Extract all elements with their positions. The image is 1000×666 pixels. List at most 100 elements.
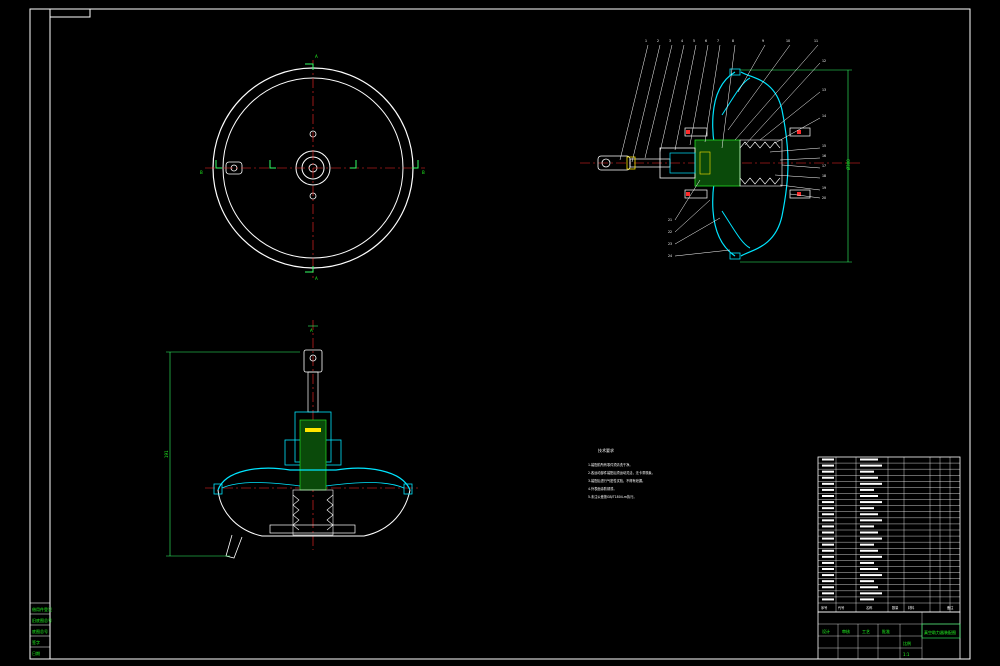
parts-cell-mark bbox=[822, 458, 834, 461]
notes-line-4: 4.外表面涂防锈漆。 bbox=[588, 486, 617, 491]
section-mark-top: A bbox=[315, 54, 318, 59]
top-view: A A B B bbox=[200, 54, 425, 281]
title-label-2: 工艺 bbox=[862, 629, 870, 634]
leader-label-7: 7 bbox=[717, 39, 719, 43]
leader-label-3: 3 bbox=[669, 39, 671, 43]
leader-label-13: 13 bbox=[822, 88, 826, 92]
title-label-4: 比例 bbox=[903, 640, 911, 646]
parts-cell-mark bbox=[860, 586, 878, 589]
parts-cell-mark bbox=[822, 513, 834, 516]
parts-cell-mark bbox=[860, 501, 882, 504]
parts-cell-mark bbox=[822, 598, 834, 601]
parts-cell-mark bbox=[822, 525, 834, 528]
parts-cell-mark bbox=[860, 464, 882, 467]
technical-notes: 技术要求 1.装配前所有零件须清洗干净。 2.各运动部件装配后须运动灵活，无卡滞… bbox=[588, 447, 655, 499]
parts-cell-mark bbox=[860, 476, 878, 479]
parts-cell-mark bbox=[822, 537, 834, 540]
parts-cell-mark bbox=[860, 549, 878, 552]
drawing-title: 真空助力器装配图 bbox=[924, 629, 956, 635]
parts-cell-mark bbox=[822, 482, 834, 485]
parts-cell-mark bbox=[822, 574, 834, 577]
sidebar-label-4: 日期 bbox=[32, 650, 40, 656]
sidebar-label-3: 签字 bbox=[32, 639, 40, 645]
parts-cell-mark bbox=[822, 519, 834, 522]
section-mark-bottom: A bbox=[315, 276, 318, 281]
parts-cell-mark bbox=[822, 495, 834, 497]
title-block: 真空助力器装配图 设计 审核 工艺 批准 比例 1:1 bbox=[817, 611, 961, 660]
parts-cell-mark bbox=[860, 458, 878, 461]
leader-lines bbox=[619, 44, 821, 257]
sidebar-labels: 借用件登记 旧底图总号 底图总号 签字 日期 bbox=[32, 606, 52, 656]
parts-cell-mark bbox=[822, 476, 834, 479]
parts-table: 序号 代号 名称 数量 材料 备注 bbox=[817, 456, 961, 613]
leader-label-17: 17 bbox=[822, 164, 826, 168]
parts-cell-mark bbox=[860, 543, 874, 546]
section-view-front: A 191 bbox=[164, 320, 420, 559]
front-dimension-text: 191 bbox=[164, 450, 169, 458]
leader-label-22: 22 bbox=[668, 230, 672, 234]
parts-cell-mark bbox=[860, 488, 874, 491]
parts-cell-mark bbox=[860, 519, 882, 522]
parts-cell-mark bbox=[822, 549, 834, 552]
leader-label-23: 23 bbox=[668, 242, 672, 246]
parts-cell-mark bbox=[822, 543, 834, 546]
parts-header-4: 材料 bbox=[908, 605, 915, 610]
notes-line-5: 5.未注公差按GB/T1804-m执行。 bbox=[588, 494, 637, 499]
parts-header-2: 名称 bbox=[866, 605, 873, 610]
section-view-side: Ø300 bbox=[580, 39, 860, 263]
front-center-label: A bbox=[310, 328, 313, 333]
parts-cell-mark bbox=[822, 586, 834, 589]
parts-cell-mark bbox=[822, 561, 834, 564]
parts-cell-mark bbox=[860, 598, 874, 601]
leader-label-14: 14 bbox=[822, 114, 826, 118]
parts-header-1: 代号 bbox=[838, 605, 844, 610]
sidebar-label-1: 旧底图总号 bbox=[32, 617, 52, 623]
parts-cell-mark bbox=[860, 592, 882, 595]
parts-cell-mark bbox=[860, 568, 878, 570]
parts-cell-mark bbox=[822, 501, 834, 504]
leader-label-10: 10 bbox=[786, 39, 790, 43]
sheet-frame bbox=[29, 8, 971, 660]
leader-label-2: 2 bbox=[657, 39, 659, 43]
parts-cell-mark bbox=[860, 507, 874, 510]
parts-cell-mark bbox=[822, 592, 834, 595]
title-label-5: 1:1 bbox=[903, 652, 910, 657]
parts-cell-mark bbox=[822, 507, 834, 510]
notes-title: 技术要求 bbox=[598, 447, 614, 453]
leader-label-1: 1 bbox=[645, 39, 647, 43]
notes-line-1: 1.装配前所有零件须清洗干净。 bbox=[588, 462, 632, 467]
leader-label-11: 11 bbox=[814, 39, 818, 43]
parts-cell-mark bbox=[822, 531, 834, 534]
parts-cell-mark bbox=[860, 482, 882, 485]
leader-label-24: 24 bbox=[668, 254, 672, 258]
parts-cell-mark bbox=[860, 580, 874, 583]
leader-label-6: 6 bbox=[705, 39, 707, 43]
title-label-3: 批准 bbox=[882, 628, 890, 634]
leader-label-18: 18 bbox=[822, 174, 826, 178]
parts-cell-mark bbox=[822, 555, 834, 558]
title-label-1: 审核 bbox=[842, 628, 850, 634]
parts-header-0: 序号 bbox=[821, 605, 827, 610]
leader-label-15: 15 bbox=[822, 144, 826, 148]
section-mark-left: B bbox=[200, 170, 203, 175]
parts-cell-mark bbox=[860, 470, 874, 473]
sidebar-label-2: 底图总号 bbox=[32, 628, 48, 634]
title-label-0: 设计 bbox=[822, 628, 830, 634]
leader-label-5: 5 bbox=[693, 39, 695, 43]
parts-cell-mark bbox=[860, 561, 874, 564]
parts-cell-mark bbox=[860, 537, 882, 540]
parts-cell-mark bbox=[860, 574, 882, 577]
parts-cell-mark bbox=[822, 470, 834, 473]
parts-cell-mark bbox=[860, 555, 882, 558]
parts-cell-mark bbox=[860, 495, 878, 497]
leader-label-9: 9 bbox=[762, 39, 764, 43]
section-mark-right: B bbox=[422, 170, 425, 175]
leader-label-21: 21 bbox=[668, 218, 672, 222]
notes-line-3: 3.装配后进行气密性试验，不得有泄漏。 bbox=[588, 478, 645, 483]
parts-cell-mark bbox=[860, 513, 878, 516]
parts-cell-mark bbox=[822, 464, 834, 467]
leader-label-12: 12 bbox=[822, 59, 826, 63]
leader-label-8: 8 bbox=[732, 39, 734, 43]
parts-cell-mark bbox=[822, 488, 834, 491]
